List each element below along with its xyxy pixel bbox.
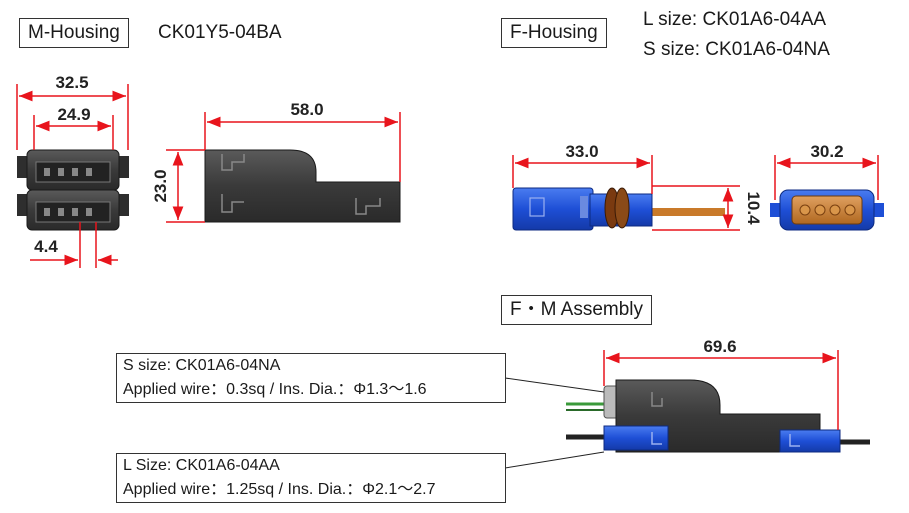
- s-size-note-line1: S size: CK01A6-04NA: [123, 357, 281, 374]
- s-size-note-line2: Applied wire：0.3sq / Ins. Dia.：Φ1.3～1.6: [123, 381, 427, 398]
- f-housing-side-dimensions: [512, 155, 740, 231]
- m-housing-title: M-Housing: [19, 18, 129, 48]
- l-size-note-line1: L Size: CK01A6-04AA: [123, 457, 280, 474]
- leader-lines: [504, 377, 605, 469]
- dim-m-overall-width: 32.5: [55, 73, 88, 92]
- assembly-view: [566, 379, 870, 453]
- m-housing-part-number: CK01Y5-04BA: [158, 22, 282, 43]
- dim-f-length: 33.0: [565, 142, 598, 161]
- l-size-note-line2: Applied wire：1.25sq / Ins. Dia.：Φ2.1～2.7: [123, 481, 436, 498]
- m-housing-front-view: [17, 149, 129, 231]
- dim-f-width: 30.2: [810, 142, 843, 161]
- dim-m-inner-width: 24.9: [57, 105, 90, 124]
- f-housing-front-view: [770, 189, 884, 231]
- m-housing-side-view: [204, 149, 401, 223]
- assembly-title: F・M Assembly: [501, 295, 653, 325]
- dim-m-length: 58.0: [290, 100, 323, 119]
- dim-m-height: 23.0: [151, 169, 170, 202]
- dim-f-height: 10.4: [744, 191, 763, 225]
- l-size-note: L Size: CK01A6-04AA Applied wire：1.25sq …: [116, 453, 506, 503]
- s-size-note: S size: CK01A6-04NA Applied wire：0.3sq /…: [116, 353, 506, 403]
- dim-m-pitch: 4.4: [34, 237, 58, 256]
- f-housing-side-view: [512, 187, 725, 231]
- f-housing-l-size: L size: CK01A6-04AA: [643, 9, 827, 30]
- m-housing-front-dimensions: [16, 84, 129, 268]
- dim-assembly-length: 69.6: [703, 337, 736, 356]
- assembly-dimensions: [603, 350, 839, 430]
- f-housing-s-size: S size: CK01A6-04NA: [643, 39, 830, 60]
- m-housing-side-dimensions: [166, 112, 401, 223]
- f-housing-title: F-Housing: [501, 18, 607, 48]
- f-housing-front-dimensions: [774, 155, 879, 200]
